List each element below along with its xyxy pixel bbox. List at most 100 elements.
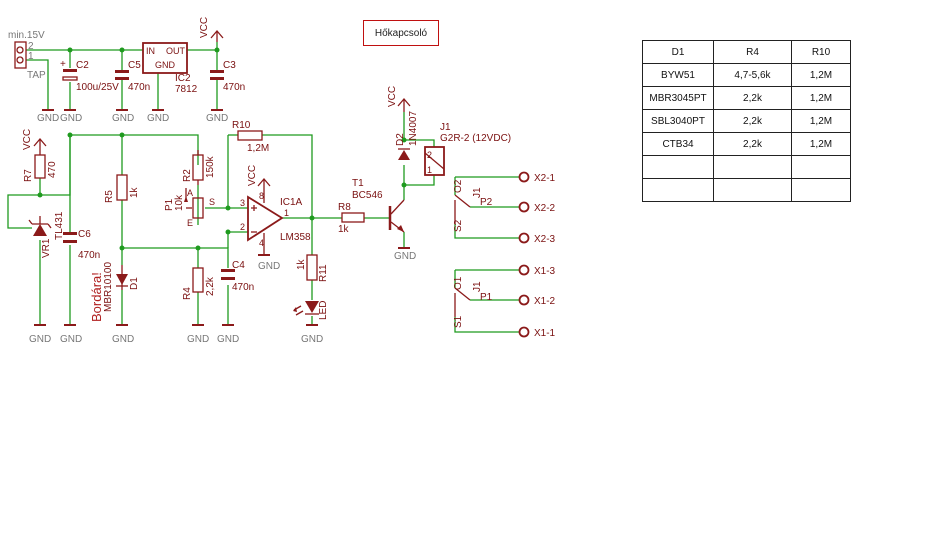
ic1a-label: IC1A <box>280 197 303 208</box>
r4-value: 2,2k <box>205 276 216 296</box>
c5-value: 470n <box>128 82 150 93</box>
vcc-symbol-opamp: VCC <box>247 165 271 200</box>
d1-value: MBR10100 <box>103 262 114 312</box>
table-cell <box>642 178 714 202</box>
table-row <box>642 178 851 202</box>
input-connector: min.15V TAP 2 1 <box>8 30 46 81</box>
table-row: SBL3040PT 2,2k 1,2M <box>642 109 851 133</box>
gnd-label: GND <box>37 113 59 124</box>
r11-value: 1k <box>296 258 307 270</box>
vcc-label-top: VCC <box>199 17 210 38</box>
relay-contact-2: O2 S2 J1 P2 <box>453 179 493 232</box>
vcc-label-opamp: VCC <box>247 165 258 186</box>
ground-symbols: GND GND GND GND GND GND GND GND GND GND … <box>29 109 416 345</box>
coil-pin1: 1 <box>427 165 432 175</box>
tap-label: TAP <box>27 70 46 81</box>
gnd-label: GND <box>60 334 82 345</box>
vcc-symbol-top: VCC <box>199 17 224 42</box>
table-cell <box>642 155 714 179</box>
d1-label: D1 <box>129 277 140 290</box>
gnd-label: GND <box>147 113 169 124</box>
gnd-label: GND <box>258 261 280 272</box>
j1-contact2-label: J1 <box>472 187 483 198</box>
r7-value: 470 <box>47 161 58 178</box>
terminals: X2-1 X2-2 X2-3 X1-3 X1-2 X1-1 <box>518 171 556 339</box>
c2-value: 100u/25V <box>76 82 119 93</box>
conn-pin1-label: 1 <box>28 51 34 62</box>
p1-pin-a: A <box>187 188 193 198</box>
table-cell: 1,2M <box>791 86 851 110</box>
vcc-symbol-left: VCC <box>22 129 47 150</box>
ic2-value: 7812 <box>175 84 198 95</box>
component-table: D1 R4 R10 BYW51 4,7-5,6k 1,2M MBR3045PT … <box>642 40 851 202</box>
ic2-label: IC2 <box>175 73 191 84</box>
resistor-r2: R2 150k <box>182 150 216 185</box>
title-box: Hőkapcsoló <box>363 20 439 46</box>
resistor-r7: R7 470 <box>23 150 58 182</box>
r8-label: R8 <box>338 202 351 213</box>
resistor-r11: 1k R11 <box>296 254 329 282</box>
relay-coil-j1: J1 G2R-2 (12VDC) 2 1 <box>424 122 511 176</box>
gnd-label: GND <box>112 113 134 124</box>
vr1-label: VR1 <box>41 238 52 258</box>
terminal-x2-1: X2-1 <box>534 173 556 184</box>
r4-label: R4 <box>182 287 193 300</box>
ic1a-pin2: 2 <box>240 222 245 232</box>
c4-label: C4 <box>232 260 245 271</box>
relay-contact-1: O1 S1 J1 P1 <box>453 276 493 328</box>
ic2-in-label: IN <box>146 46 155 56</box>
c4-value: 470n <box>232 282 254 293</box>
ic1a-value: LM358 <box>280 232 311 243</box>
conn-pin2-label: 2 <box>28 41 34 52</box>
gnd-label: GND <box>217 334 239 345</box>
vr1-value: TL431 <box>54 211 65 240</box>
ic1a-pin3: 3 <box>240 198 245 208</box>
gnd-label: GND <box>187 334 209 345</box>
d2-label: D2 <box>395 133 406 146</box>
diode-d1: D1 MBR10100 Bordára! <box>89 262 140 322</box>
c3-value: 470n <box>223 82 245 93</box>
j1-label: J1 <box>440 122 451 133</box>
table-row: MBR3045PT 2,2k 1,2M <box>642 86 851 110</box>
table-cell <box>791 178 851 202</box>
c6-value: 470n <box>78 250 100 261</box>
gnd-label: GND <box>301 334 323 345</box>
d2-value: 1N4007 <box>408 111 419 146</box>
p1-pin-e: E <box>187 218 193 228</box>
gnd-label: GND <box>29 334 51 345</box>
r10-label: R10 <box>232 120 251 131</box>
r2-value: 150k <box>205 155 216 178</box>
diode-d2: D2 1N4007 <box>395 111 419 160</box>
capacitor-c6: C6 470n <box>63 229 100 261</box>
j1-value: G2R-2 (12VDC) <box>440 133 511 144</box>
o2-label: O2 <box>453 179 464 193</box>
c5-label: C5 <box>128 60 141 71</box>
t1-label: T1 <box>352 178 364 189</box>
schematic-title: Hőkapcsoló <box>374 27 428 39</box>
capacitor-c2: + C2 100u/25V <box>60 59 119 93</box>
c2-label: C2 <box>76 60 89 71</box>
p1-label: P1 <box>164 198 175 211</box>
vcc-label-relay: VCC <box>387 86 398 107</box>
gnd-label: GND <box>60 113 82 124</box>
opamp-ic1a: 3 2 1 8 4 IC1A LM358 <box>240 191 311 255</box>
capacitor-c4: C4 470n <box>221 260 254 293</box>
t1-value: BC546 <box>352 190 383 201</box>
p1-pin-s: S <box>209 197 215 207</box>
ic1a-pin4: 4 <box>259 238 264 248</box>
s2-label: S2 <box>453 219 464 232</box>
p1-contact-label: P1 <box>480 292 493 303</box>
r7-label: R7 <box>23 169 34 182</box>
bordara-note: Bordára! <box>89 272 104 322</box>
vcc-label-left: VCC <box>22 129 33 150</box>
r5-value: 1k <box>129 186 140 198</box>
led-label: LED <box>318 301 329 320</box>
capacitor-c5: C5 470n <box>115 60 150 93</box>
s1-label: S1 <box>453 315 464 328</box>
o1-label: O1 <box>453 276 464 290</box>
j1-contact1-label: J1 <box>472 281 483 292</box>
table-cell: 1,2M <box>791 132 851 156</box>
junctions <box>37 47 407 251</box>
resistor-r10: R10 1,2M <box>232 120 269 154</box>
r5-label: R5 <box>104 190 115 203</box>
